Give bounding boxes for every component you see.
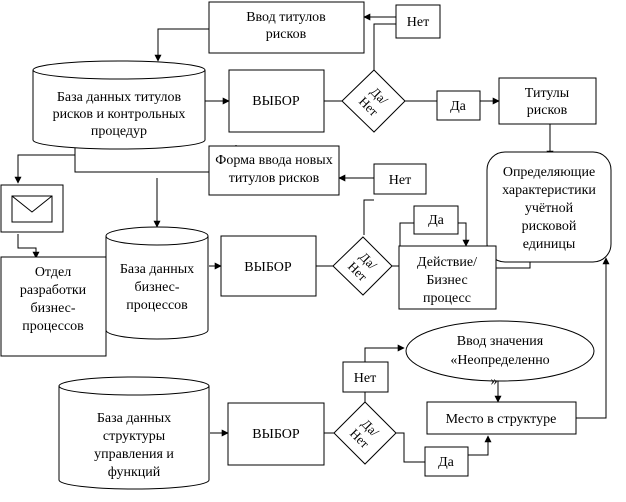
db-bp-line-2: бизнес- (134, 280, 179, 295)
form-new-titles-box: Форма ввода новых титулов рисков (208, 145, 340, 196)
db-bp-line-3: процессов (126, 298, 188, 313)
place-in-structure-box: Место в структуре (426, 401, 577, 435)
db-bp-cylinder: База данных бизнес- процессов (105, 226, 209, 340)
db-titles-line-2: рисков и контрольных (53, 107, 186, 122)
defining-line-4: рисковой (522, 219, 577, 234)
action-box: Действие/ Бизнес процесс (398, 245, 497, 310)
no-label-3: Нет (354, 371, 376, 386)
defining-line-5: единицы (523, 237, 576, 252)
db-struct-line-2: структуры (103, 429, 166, 444)
yes-label-1: Да (450, 99, 467, 114)
dept-line-3: бизнес- (30, 301, 75, 316)
choice-label-3: ВЫБОР (252, 427, 300, 442)
input-undef-line-2: «Неопределенно (450, 353, 549, 368)
input-undef-line-1: Ввод значения (457, 334, 544, 349)
choice-label-2: ВЫБОР (244, 260, 292, 275)
dept-line-2: разработки (20, 283, 87, 298)
input-undef-tail: » (491, 374, 498, 389)
action-line-2: Бизнес (426, 273, 467, 288)
db-titles-line-3: процедур (91, 124, 147, 139)
no-label-2: Нет (389, 173, 411, 188)
no-box-3: Нет (342, 361, 389, 393)
place-label: Место в структуре (446, 412, 557, 427)
defining-line-1: Определяющие (503, 165, 595, 180)
defining-characteristics-box: Определяющие характеристики учётной риск… (486, 151, 612, 263)
db-titles-line-1: База данных титулов (57, 90, 182, 105)
db-struct-line-4: функций (108, 465, 161, 480)
choice-box-1: ВЫБОР (228, 69, 325, 133)
yes-box-1: Да (436, 90, 481, 121)
dept-line-4: процессов (22, 319, 84, 334)
defining-line-2: характеристики (502, 183, 596, 198)
form-new-line-2: титулов рисков (229, 171, 320, 186)
yes-box-2: Да (413, 205, 459, 235)
input-titles-box: Ввод титулов рисков (208, 1, 365, 54)
action-line-3: процесс (423, 291, 471, 306)
input-titles-line-2: рисков (266, 27, 307, 42)
choice-box-3: ВЫБОР (227, 402, 325, 466)
no-label-1: Нет (407, 15, 429, 30)
no-box-1: Нет (395, 4, 441, 39)
decision-diamond-3: Да/ Нет (333, 401, 397, 465)
yes-label-2: Да (428, 213, 445, 228)
yes-box-3: Да (424, 446, 469, 477)
input-undefined-ellipse: Ввод значения «Неопределенно » (405, 320, 595, 389)
form-new-line-1: Форма ввода новых (215, 153, 332, 168)
defining-line-3: учётной (525, 201, 574, 216)
dept-box: Отдел разработки бизнес- процессов (0, 256, 107, 357)
decision-diamond-2: Да/ Нет (332, 236, 393, 296)
action-line-1: Действие/ (417, 255, 477, 270)
envelope-icon (0, 184, 64, 233)
no-box-2: Нет (373, 163, 427, 195)
input-titles-line-1: Ввод титулов (246, 10, 326, 25)
yes-label-3: Да (438, 455, 455, 470)
dept-line-1: Отдел (35, 265, 71, 280)
connectors (14, 13, 610, 463)
db-bp-line-1: База данных (120, 262, 194, 277)
choice-box-2: ВЫБОР (220, 235, 317, 297)
choice-label-1: ВЫБОР (252, 94, 300, 109)
db-struct-cylinder: База данных структуры управления и функц… (58, 376, 210, 490)
decision-diamond-1: Да/ Нет (341, 69, 406, 133)
titles-box: Титулы рисков (498, 77, 597, 125)
db-titles-cylinder: База данных титулов рисков и контрольных… (32, 60, 206, 150)
db-struct-line-1: База данных (97, 411, 171, 426)
titles-line-2: рисков (527, 103, 568, 118)
titles-line-1: Титулы (525, 86, 570, 101)
db-struct-line-3: управления и (94, 447, 174, 462)
